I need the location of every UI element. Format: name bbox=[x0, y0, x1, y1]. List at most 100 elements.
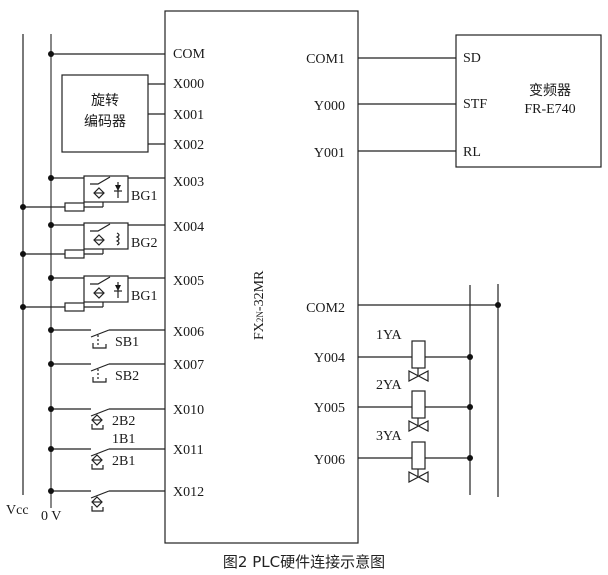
vcc-label: Vcc bbox=[6, 503, 29, 518]
plc-box bbox=[164, 10, 359, 544]
inverter-title: 变频器 bbox=[529, 83, 571, 99]
junction-dot bbox=[48, 51, 54, 57]
output-com2: COM2 bbox=[306, 301, 345, 316]
rotary-encoder: 旋转 编码器 bbox=[61, 74, 165, 153]
terminal-sd: SD bbox=[463, 51, 481, 66]
plc-model-label: FX2N-32MR bbox=[252, 270, 267, 340]
sensor-body bbox=[83, 222, 129, 250]
switch-label-secondary: 1B1 bbox=[112, 432, 135, 447]
solenoid-valve: 2YA bbox=[358, 378, 473, 432]
terminal-stf: STF bbox=[463, 97, 487, 112]
proximity-icon bbox=[91, 496, 103, 508]
output-y005: Y005 bbox=[314, 401, 345, 416]
proximity-icon bbox=[91, 414, 103, 426]
sensor-resistor bbox=[64, 249, 85, 259]
solenoid-coil-icon bbox=[411, 340, 426, 369]
output-y000: Y000 bbox=[314, 99, 345, 114]
junction-dot bbox=[48, 488, 54, 494]
input-x003: X003 bbox=[173, 175, 204, 190]
valve-label: 2YA bbox=[376, 378, 403, 393]
coil-icon bbox=[115, 232, 120, 246]
sensor-label: BG1 bbox=[131, 189, 157, 204]
plc-input-labels: COM X000 X001 X002 X003 X004 X005 X006 X… bbox=[173, 47, 205, 500]
terminal-rl: RL bbox=[463, 145, 481, 160]
valve-icon bbox=[408, 420, 429, 432]
junction-dot bbox=[48, 446, 54, 452]
valve-label: 3YA bbox=[376, 429, 403, 444]
output-com1: COM1 bbox=[306, 52, 345, 67]
sensor-body bbox=[83, 275, 129, 303]
proximity-sensor: BG2 bbox=[20, 222, 165, 259]
sensor-resistor bbox=[64, 302, 85, 312]
switch-contact bbox=[90, 363, 110, 372]
input-x002: X002 bbox=[173, 138, 204, 153]
switch-label: 2B2 bbox=[112, 414, 135, 429]
input-x004: X004 bbox=[173, 220, 204, 235]
proximity-sensor: BG1 bbox=[20, 275, 165, 312]
junction-dot bbox=[48, 175, 54, 181]
valve-icon bbox=[408, 471, 429, 483]
junction-dot bbox=[20, 251, 26, 257]
sensor-symbol-icon bbox=[93, 287, 105, 299]
sensor-resistor bbox=[64, 202, 85, 212]
sensor-body bbox=[83, 175, 129, 203]
switch-contact bbox=[90, 329, 110, 338]
input-x005: X005 bbox=[173, 274, 204, 289]
input-x007: X007 bbox=[173, 358, 204, 373]
switch-contact bbox=[90, 448, 110, 457]
input-x001: X001 bbox=[173, 108, 204, 123]
inverter-box bbox=[455, 34, 602, 168]
proximity-switch bbox=[48, 488, 165, 512]
sensor-label: BG2 bbox=[131, 236, 157, 251]
junction-dot bbox=[467, 404, 473, 410]
switch-label: 2B1 bbox=[112, 454, 135, 469]
solenoid-valve: 1YA bbox=[358, 328, 473, 382]
figure-caption: 图2 PLC硬件连接示意图 bbox=[223, 553, 385, 571]
junction-dot bbox=[20, 304, 26, 310]
sensor-contact bbox=[90, 176, 111, 185]
pushbutton-switch: SB1 bbox=[48, 327, 165, 350]
sensor-contact bbox=[90, 223, 111, 232]
junction-dot bbox=[48, 222, 54, 228]
junction-dot bbox=[48, 327, 54, 333]
junction-dot bbox=[467, 354, 473, 360]
switch-contact bbox=[90, 490, 110, 499]
output-y001: Y001 bbox=[314, 146, 345, 161]
junction-dot bbox=[20, 204, 26, 210]
proximity-sensor: BG1 bbox=[20, 175, 165, 212]
solenoid-coil-icon bbox=[411, 441, 426, 470]
plc-output-labels: COM1 Y000 Y001 COM2 Y004 Y005 Y006 bbox=[306, 52, 345, 468]
encoder-label-line2: 编码器 bbox=[84, 114, 126, 130]
sensor-contact bbox=[90, 276, 111, 285]
pushbutton-switch: SB2 bbox=[48, 361, 165, 384]
input-com: COM bbox=[173, 47, 205, 62]
valve-icon bbox=[408, 370, 429, 382]
sensor-symbol-icon bbox=[93, 187, 105, 199]
zero-v-label: 0 V bbox=[41, 509, 61, 524]
input-x000: X000 bbox=[173, 77, 204, 92]
output-y006: Y006 bbox=[314, 453, 345, 468]
junction-dot bbox=[48, 406, 54, 412]
solenoid-valve: 3YA bbox=[358, 429, 473, 483]
valve-label: 1YA bbox=[376, 328, 403, 343]
input-x011: X011 bbox=[173, 443, 204, 458]
input-x010: X010 bbox=[173, 403, 204, 418]
sensor-label: BG1 bbox=[131, 289, 157, 304]
junction-dot bbox=[48, 275, 54, 281]
solenoid-coil-icon bbox=[411, 390, 426, 419]
switch-contact bbox=[90, 408, 110, 417]
sensor-symbol-icon bbox=[93, 234, 105, 246]
proximity-icon bbox=[91, 454, 103, 466]
input-x012: X012 bbox=[173, 485, 204, 500]
junction-dot bbox=[467, 455, 473, 461]
junction-dot bbox=[48, 361, 54, 367]
encoder-label-line1: 旋转 bbox=[91, 93, 119, 109]
output-y004: Y004 bbox=[314, 351, 345, 366]
switch-label: SB2 bbox=[115, 369, 139, 384]
junction-dot bbox=[495, 302, 501, 308]
proximity-switch: 2B1 bbox=[48, 446, 165, 470]
encoder-box bbox=[61, 74, 149, 153]
inverter: SD STF RL 变频器 FR-E740 bbox=[358, 34, 602, 168]
